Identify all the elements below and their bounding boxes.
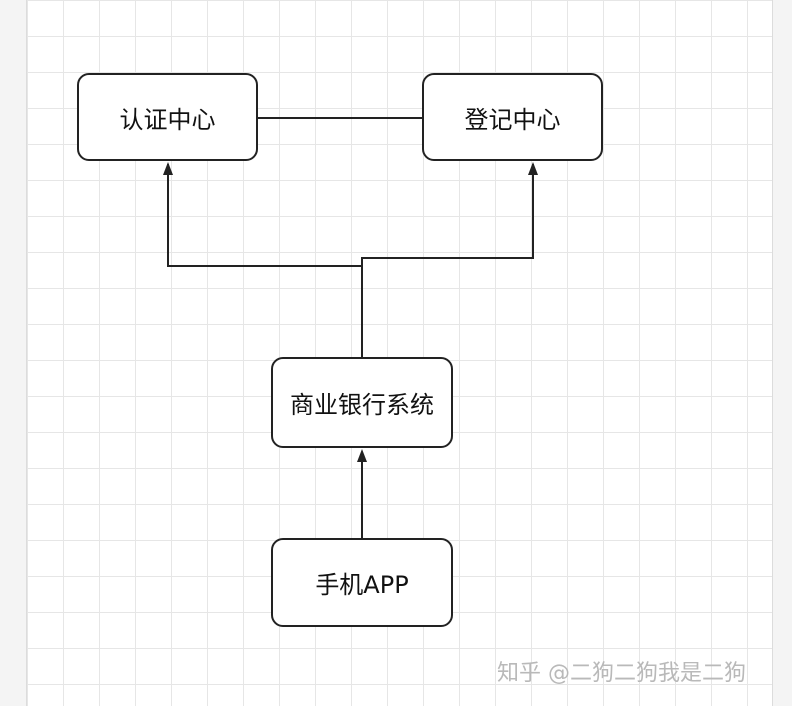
edge-bank-to-registry <box>361 164 534 266</box>
edge-bank-to-auth <box>167 164 363 357</box>
auth-center-label: 认证中心 <box>119 105 216 134</box>
commercial-bank-label: 商业银行系统 <box>290 391 434 419</box>
auth-center-node[interactable]: 认证中心 <box>77 73 258 161</box>
watermark-text: 知乎 @二狗二狗我是二狗 <box>497 661 746 686</box>
arrow-into-auth <box>163 162 173 175</box>
arrow-into-bank <box>357 449 367 462</box>
commercial-bank-node[interactable]: 商业银行系统 <box>271 357 453 448</box>
arrow-into-registry <box>528 162 538 175</box>
mobile-app-node[interactable]: 手机APP <box>271 538 453 627</box>
registry-center-node[interactable]: 登记中心 <box>422 73 603 161</box>
mobile-app-label: 手机APP <box>315 571 409 599</box>
registry-center-label: 登记中心 <box>464 105 561 134</box>
